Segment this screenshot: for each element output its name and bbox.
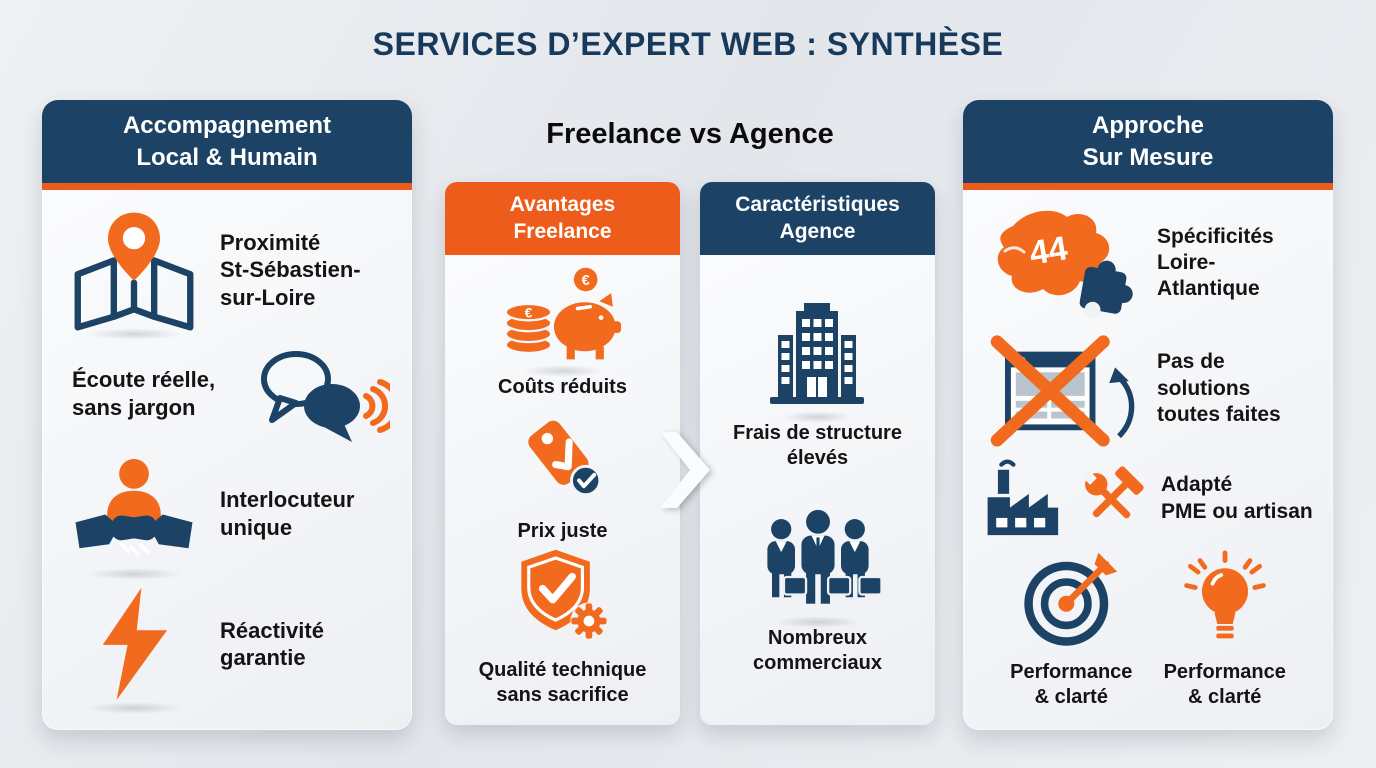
chat-bubbles-icon xyxy=(244,344,396,444)
lightning-icon xyxy=(58,583,210,715)
panel-approche-sur-mesure: Approche Sur Mesure 44 xyxy=(963,100,1333,730)
list-item: Performance & clarté xyxy=(1010,549,1132,710)
card-agency-header: Caractéristiques Agence xyxy=(700,182,935,255)
svg-text:€: € xyxy=(524,306,532,321)
list-item-label: Spécificités Loire-Atlantique xyxy=(1157,224,1274,301)
list-item-label: Nombreux commerciaux xyxy=(753,627,882,675)
card-freelance-header: Avantages Freelance xyxy=(445,182,680,255)
sales-team-icon xyxy=(749,506,887,629)
list-item-label: Réactivité garantie xyxy=(220,617,324,671)
card-agency-body: Frais de structure élevés xyxy=(700,255,935,725)
list-item-label: Frais de structure élevés xyxy=(733,422,902,470)
factory-icon xyxy=(987,458,1059,535)
office-building-icon xyxy=(762,297,872,424)
list-item-label: Proximité St-Sébastien- sur-Loire xyxy=(220,229,361,310)
list-item: 44 Spécificités Loire-Atlantique xyxy=(979,204,1317,322)
panel-approche-body: 44 Spécificités Loire-Atlantique xyxy=(963,190,1333,730)
list-item: Réactivité garantie xyxy=(58,583,396,715)
list-item: Pas de solutions toutes faites xyxy=(979,330,1317,448)
card-avantages-freelance: Avantages Freelance € € xyxy=(445,182,680,725)
list-item-label: Adapté PME ou artisan xyxy=(1161,473,1313,523)
single-contact-handshake-icon xyxy=(58,457,210,580)
lightbulb-icon xyxy=(1177,549,1273,654)
panel-accompagnement-body: Proximité St-Sébastien- sur-Loire Écoute… xyxy=(42,190,412,730)
panel-approche-title: Approche Sur Mesure xyxy=(963,100,1333,191)
shield-check-gear-icon xyxy=(512,546,614,651)
list-item: Écoute réelle, sans jargon xyxy=(58,344,396,444)
target-arrow-icon xyxy=(1019,549,1123,654)
list-item-label: Performance & clarté xyxy=(1010,661,1133,709)
coins-piggy-bank-icon: € € xyxy=(499,265,627,378)
crossed-template-window-icon xyxy=(979,330,1147,448)
map-pin-icon xyxy=(58,209,210,341)
price-tag-check-icon xyxy=(511,403,615,512)
list-item: Interlocuteur unique xyxy=(58,457,396,580)
list-item-label: Écoute réelle, sans jargon xyxy=(72,367,216,420)
list-item-label: Interlocuteur unique xyxy=(220,487,355,540)
list-item: Adapté PME ou artisan xyxy=(979,456,1317,542)
comparison-title: Freelance vs Agence xyxy=(546,118,834,150)
card-freelance-body: € € Coûts réduits xyxy=(445,255,680,725)
card-caracteristiques-agence: Caractéristiques Agence xyxy=(700,182,935,725)
freelance-to-agency-chevron xyxy=(660,432,710,508)
performance-row: Performance & clarté xyxy=(979,549,1317,710)
list-item-label: Prix juste xyxy=(517,519,608,542)
map-badge-44: 44 xyxy=(1027,229,1070,272)
list-item-label: Coûts réduits xyxy=(498,376,627,399)
list-item: Performance & clarté xyxy=(1164,549,1286,710)
panel-accompagnement: Accompagnement Local & Humain Proximité … xyxy=(42,100,412,730)
factory-and-tools-icon xyxy=(979,456,1151,542)
svg-text:€: € xyxy=(581,273,589,289)
list-item: Qualité technique sans sacrifice xyxy=(478,546,647,708)
list-item-label: Pas de solutions toutes faites xyxy=(1157,350,1281,426)
department-map-puzzle-icon: 44 xyxy=(979,204,1147,322)
panel-accompagnement-title: Accompagnement Local & Humain xyxy=(42,100,412,191)
list-item-label: Qualité technique sans sacrifice xyxy=(478,659,647,707)
list-item: Prix juste xyxy=(511,403,615,544)
list-item-label: Performance & clarté xyxy=(1163,661,1286,709)
page-title: SERVICES D’EXPERT WEB : SYNTHÈSE xyxy=(372,26,1004,62)
list-item: Frais de structure élevés xyxy=(733,297,902,471)
list-item: Proximité St-Sébastien- sur-Loire xyxy=(58,209,396,341)
list-item: € € Coûts réduits xyxy=(498,265,627,400)
tools-icon xyxy=(1081,465,1144,518)
list-item: Nombreux commerciaux xyxy=(749,506,887,676)
